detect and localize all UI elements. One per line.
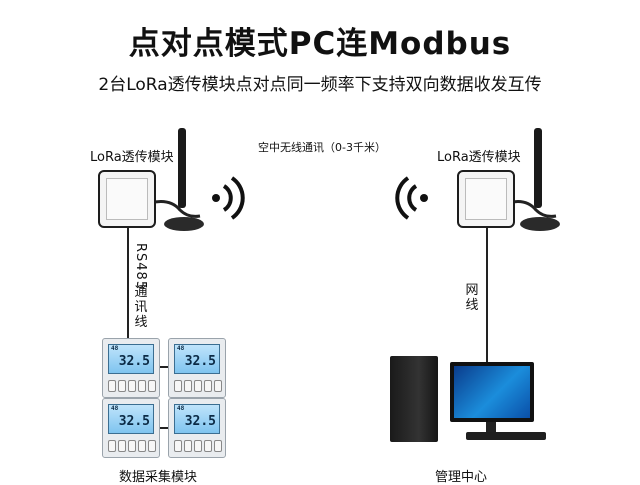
signal-right-icon xyxy=(212,176,245,220)
left-antenna-icon xyxy=(150,128,204,231)
humidity-reading: 48 xyxy=(111,405,119,412)
right-antenna-icon xyxy=(508,128,560,231)
device-link xyxy=(160,427,168,429)
left-lora-module xyxy=(98,170,156,228)
temperature-reading: 32.5 xyxy=(118,354,150,369)
collector-device: 48 32.5 xyxy=(102,338,160,398)
rs485-label: RS485 xyxy=(133,243,148,291)
pc-monitor xyxy=(450,362,534,422)
collector-device: 48 32.5 xyxy=(168,338,226,398)
collector-device: 48 32.5 xyxy=(102,398,160,458)
humidity-reading: 48 xyxy=(177,345,185,352)
temperature-reading: 32.5 xyxy=(118,414,150,429)
right-module-label: LoRa透传模块 xyxy=(437,150,521,165)
humidity-reading: 48 xyxy=(177,405,185,412)
monitor-stand xyxy=(486,422,496,432)
page-subtitle: 2台LoRa透传模块点对点同一频率下支持双向数据收发互传 xyxy=(98,75,542,95)
keyboard xyxy=(466,432,546,440)
device-link xyxy=(160,366,168,368)
page-title: 点对点模式PC连Modbus xyxy=(128,26,512,62)
net-label: 网线 xyxy=(465,283,479,313)
right-lora-module xyxy=(457,170,515,228)
collector-label: 数据采集模块 xyxy=(119,470,198,485)
left-module-label: LoRa透传模块 xyxy=(90,150,174,165)
rs485-suffix-label: 通讯线 xyxy=(134,285,148,330)
collector-device: 48 32.5 xyxy=(168,398,226,458)
signal-left-icon xyxy=(395,176,428,220)
pc-tower xyxy=(390,356,438,442)
rs485-wire xyxy=(127,228,129,340)
temperature-reading: 32.5 xyxy=(184,354,216,369)
center-label: 管理中心 xyxy=(435,470,488,485)
network-wire xyxy=(486,228,488,364)
humidity-reading: 48 xyxy=(111,345,119,352)
wireless-label: 空中无线通讯（0-3千米） xyxy=(258,141,386,154)
temperature-reading: 32.5 xyxy=(184,414,216,429)
